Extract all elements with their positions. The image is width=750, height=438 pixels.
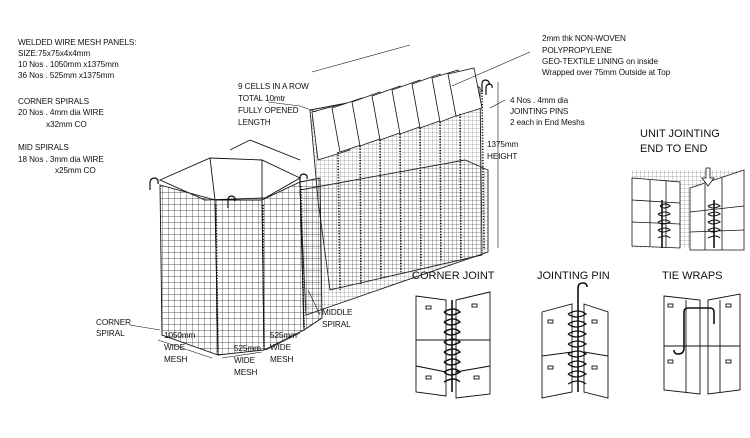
middle-spiral-label-2: SPIRAL	[322, 320, 351, 329]
pins-line-3: 2 each in End Meshs	[510, 118, 585, 127]
wide-525b-2: WIDE	[270, 343, 291, 352]
unit-jointing-title-1: UNIT JOINTING	[640, 128, 720, 140]
spirals	[215, 89, 485, 353]
mid-spirals-line-1: 18 Nos . 3mm dia WIRE	[18, 155, 104, 164]
wide-1050-3: MESH	[164, 355, 188, 364]
cells-line-4: LENGTH	[238, 118, 271, 127]
wide-525a-2: WIDE	[234, 356, 255, 365]
mid-spirals-line-2: x25mm CO	[55, 166, 96, 175]
panels-size: SIZE:75x75x4x4mm	[18, 49, 91, 58]
cell-diaphragms	[311, 67, 483, 161]
jointing-pin-detail	[541, 282, 609, 399]
jointing-pin-title: JOINTING PIN	[537, 270, 610, 282]
pins-line-2: JOINTING PINS	[510, 107, 569, 116]
wide-1050-1: 1050mm	[164, 331, 196, 340]
end-mesh-mid-a	[214, 199, 265, 356]
tie-wraps-detail	[663, 293, 741, 395]
end-mesh-left	[159, 184, 219, 356]
corner-spiral-label-1: CORNER	[96, 318, 131, 327]
mid-spirals-title: MID SPIRALS	[18, 143, 69, 152]
cells-line-3: FULLY OPENED	[238, 106, 299, 115]
panels-line-1: 10 Nos . 1050mm x1375mm	[18, 60, 119, 69]
corner-joint-title: CORNER JOINT	[412, 270, 495, 282]
pins-line-1: 4 Nos . 4mm dia	[510, 96, 569, 105]
lining-line-4: Wrapped over 75mm Outside at Top	[542, 68, 671, 77]
wide-525b-3: MESH	[270, 355, 294, 364]
end-mesh-mid-b	[261, 181, 305, 351]
corner-spirals-title: CORNER SPIRALS	[18, 97, 89, 106]
panels-title: WELDED WIRE MESH PANELS:	[18, 38, 137, 47]
cells-line-2: TOTAL 10mtr	[238, 94, 286, 103]
top-hooks	[149, 79, 493, 208]
cells-line-1: 9 CELLS IN A ROW	[238, 82, 309, 91]
end-mesh-right	[299, 177, 323, 331]
unit-jointing-title-2: END TO END	[640, 143, 708, 155]
corner-joint-detail	[415, 291, 491, 399]
corner-spirals-line-2: x32mm CO	[46, 120, 87, 129]
corner-spirals-line-1: 20 Nos . 4mm dia WIRE	[18, 108, 104, 117]
tie-wraps-title: TIE WRAPS	[662, 270, 723, 282]
height-text: HEIGHT	[487, 152, 518, 161]
unit-jointing-detail	[631, 167, 745, 251]
wide-1050-2: WIDE	[164, 343, 185, 352]
lining-line-1: 2mm thk NON-WOVEN	[542, 34, 626, 43]
gabion-unit	[149, 67, 493, 356]
wide-525a-1: 525mm	[234, 344, 261, 353]
wide-525a-3: MESH	[234, 368, 258, 377]
lining-line-3: GEO-TEXTILE LINING on inside	[542, 57, 658, 66]
wide-525b-1: 525mm	[270, 331, 297, 340]
height-value: 1375mm	[487, 140, 519, 149]
lining-line-2: POLYPROPYLENE	[542, 46, 612, 55]
corner-spiral-label-2: SPIRAL	[96, 329, 125, 338]
panels-line-2: 36 Nos . 525mm x1375mm	[18, 71, 115, 80]
middle-spiral-label-1: MIDDLE	[322, 308, 353, 317]
leader-lines	[129, 44, 531, 359]
